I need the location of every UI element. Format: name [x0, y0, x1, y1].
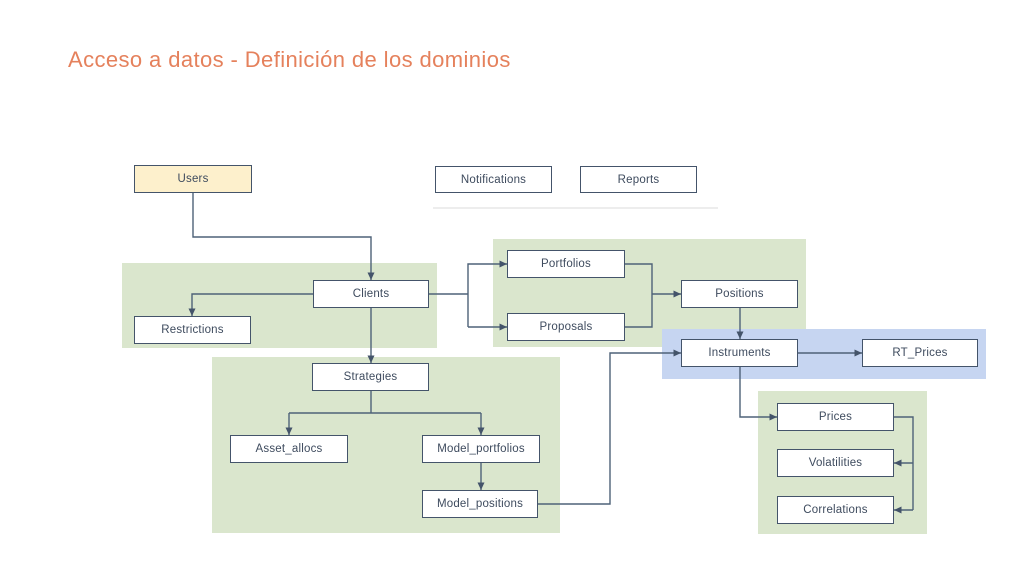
node-label: Positions	[715, 288, 764, 300]
node-correlations: Correlations	[777, 496, 894, 524]
node-proposals: Proposals	[507, 313, 625, 341]
node-label: RT_Prices	[892, 347, 948, 359]
node-label: Correlations	[803, 504, 868, 516]
node-model_portfolios: Model_portfolios	[422, 435, 540, 463]
node-restrictions: Restrictions	[134, 316, 251, 344]
node-label: Model_positions	[436, 498, 524, 510]
node-label: Instruments	[708, 347, 771, 359]
node-clients: Clients	[313, 280, 429, 308]
node-instruments: Instruments	[681, 339, 798, 367]
node-label: Asset_allocs	[255, 443, 323, 455]
node-label: Prices	[818, 411, 853, 423]
node-label: Reports	[617, 173, 660, 186]
node-label: Strategies	[343, 371, 398, 383]
node-users: Users	[134, 165, 252, 193]
node-label: Model_portfolios	[437, 443, 525, 455]
node-notifications: Notifications	[435, 166, 552, 193]
slide-title: Acceso a datos - Definición de los domin…	[68, 47, 511, 72]
node-asset_allocs: Asset_allocs	[230, 435, 348, 463]
node-label: Restrictions	[161, 324, 224, 336]
node-label: Portfolios	[541, 258, 591, 270]
node-prices: Prices	[777, 403, 894, 431]
node-label: Clients	[352, 288, 390, 300]
node-label: Notifications	[460, 173, 527, 186]
node-label: Volatilities	[808, 457, 863, 469]
node-portfolios: Portfolios	[507, 250, 625, 278]
node-volatilities: Volatilities	[777, 449, 894, 477]
node-positions: Positions	[681, 280, 798, 308]
node-label: Users	[177, 173, 209, 185]
node-reports: Reports	[580, 166, 697, 193]
node-label: Proposals	[539, 321, 593, 333]
node-strategies: Strategies	[312, 363, 429, 391]
node-model_positions: Model_positions	[422, 490, 538, 518]
node-rt_prices: RT_Prices	[862, 339, 978, 367]
